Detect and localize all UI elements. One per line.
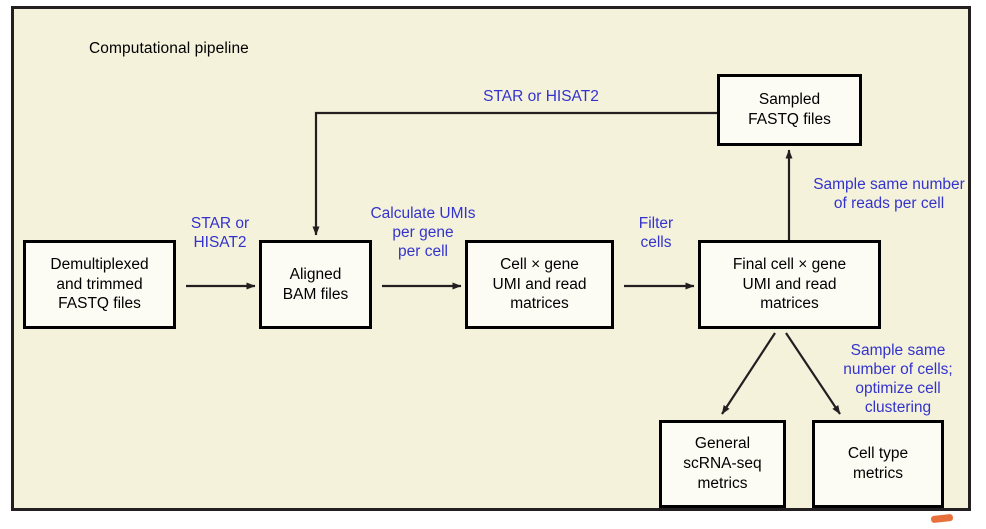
node-sampled-fastq-label: Sampled FASTQ files xyxy=(748,91,831,128)
node-cell-type-metrics-label: Cell type metrics xyxy=(847,445,909,482)
edge-label-filter-cells: Filter cells xyxy=(638,215,674,251)
node-final-cell-gene-matrices-label: Final cell × gene UMI and read matrices xyxy=(732,255,847,313)
node-demultiplexed-fastq-label: Demultiplexed and trimmed FASTQ files xyxy=(50,255,149,313)
edge-label-calculate-umis: Calculate UMIs per gene per cell xyxy=(370,205,476,260)
accent-mark xyxy=(930,513,954,524)
edge-label-star-hisat2-top: STAR or HISAT2 xyxy=(483,88,599,105)
edge-label-sample-cells-optimize-clustering: Sample same number of cells; optimize ce… xyxy=(843,342,953,416)
node-sampled-fastq[interactable]: Sampled FASTQ files xyxy=(717,74,862,146)
node-cell-gene-matrices[interactable]: Cell × gene UMI and read matrices xyxy=(465,240,614,329)
node-aligned-bam[interactable]: Aligned BAM files xyxy=(259,240,372,329)
edge-label-sample-reads-per-cell: Sample same number of reads per cell xyxy=(813,176,965,212)
node-general-scrnaseq-metrics[interactable]: General scRNA-seq metrics xyxy=(659,420,786,508)
node-general-scrnaseq-metrics-label: General scRNA-seq metrics xyxy=(683,435,762,492)
node-aligned-bam-label: Aligned BAM files xyxy=(282,265,349,303)
node-cell-type-metrics[interactable]: Cell type metrics xyxy=(812,420,944,508)
node-cell-gene-matrices-label: Cell × gene UMI and read matrices xyxy=(492,255,587,313)
node-demultiplexed-fastq[interactable]: Demultiplexed and trimmed FASTQ files xyxy=(23,240,176,329)
page-title: Computational pipeline xyxy=(89,40,249,57)
node-final-cell-gene-matrices[interactable]: Final cell × gene UMI and read matrices xyxy=(698,240,881,329)
edge-label-star-hisat2-left: STAR or HISAT2 xyxy=(190,215,250,251)
